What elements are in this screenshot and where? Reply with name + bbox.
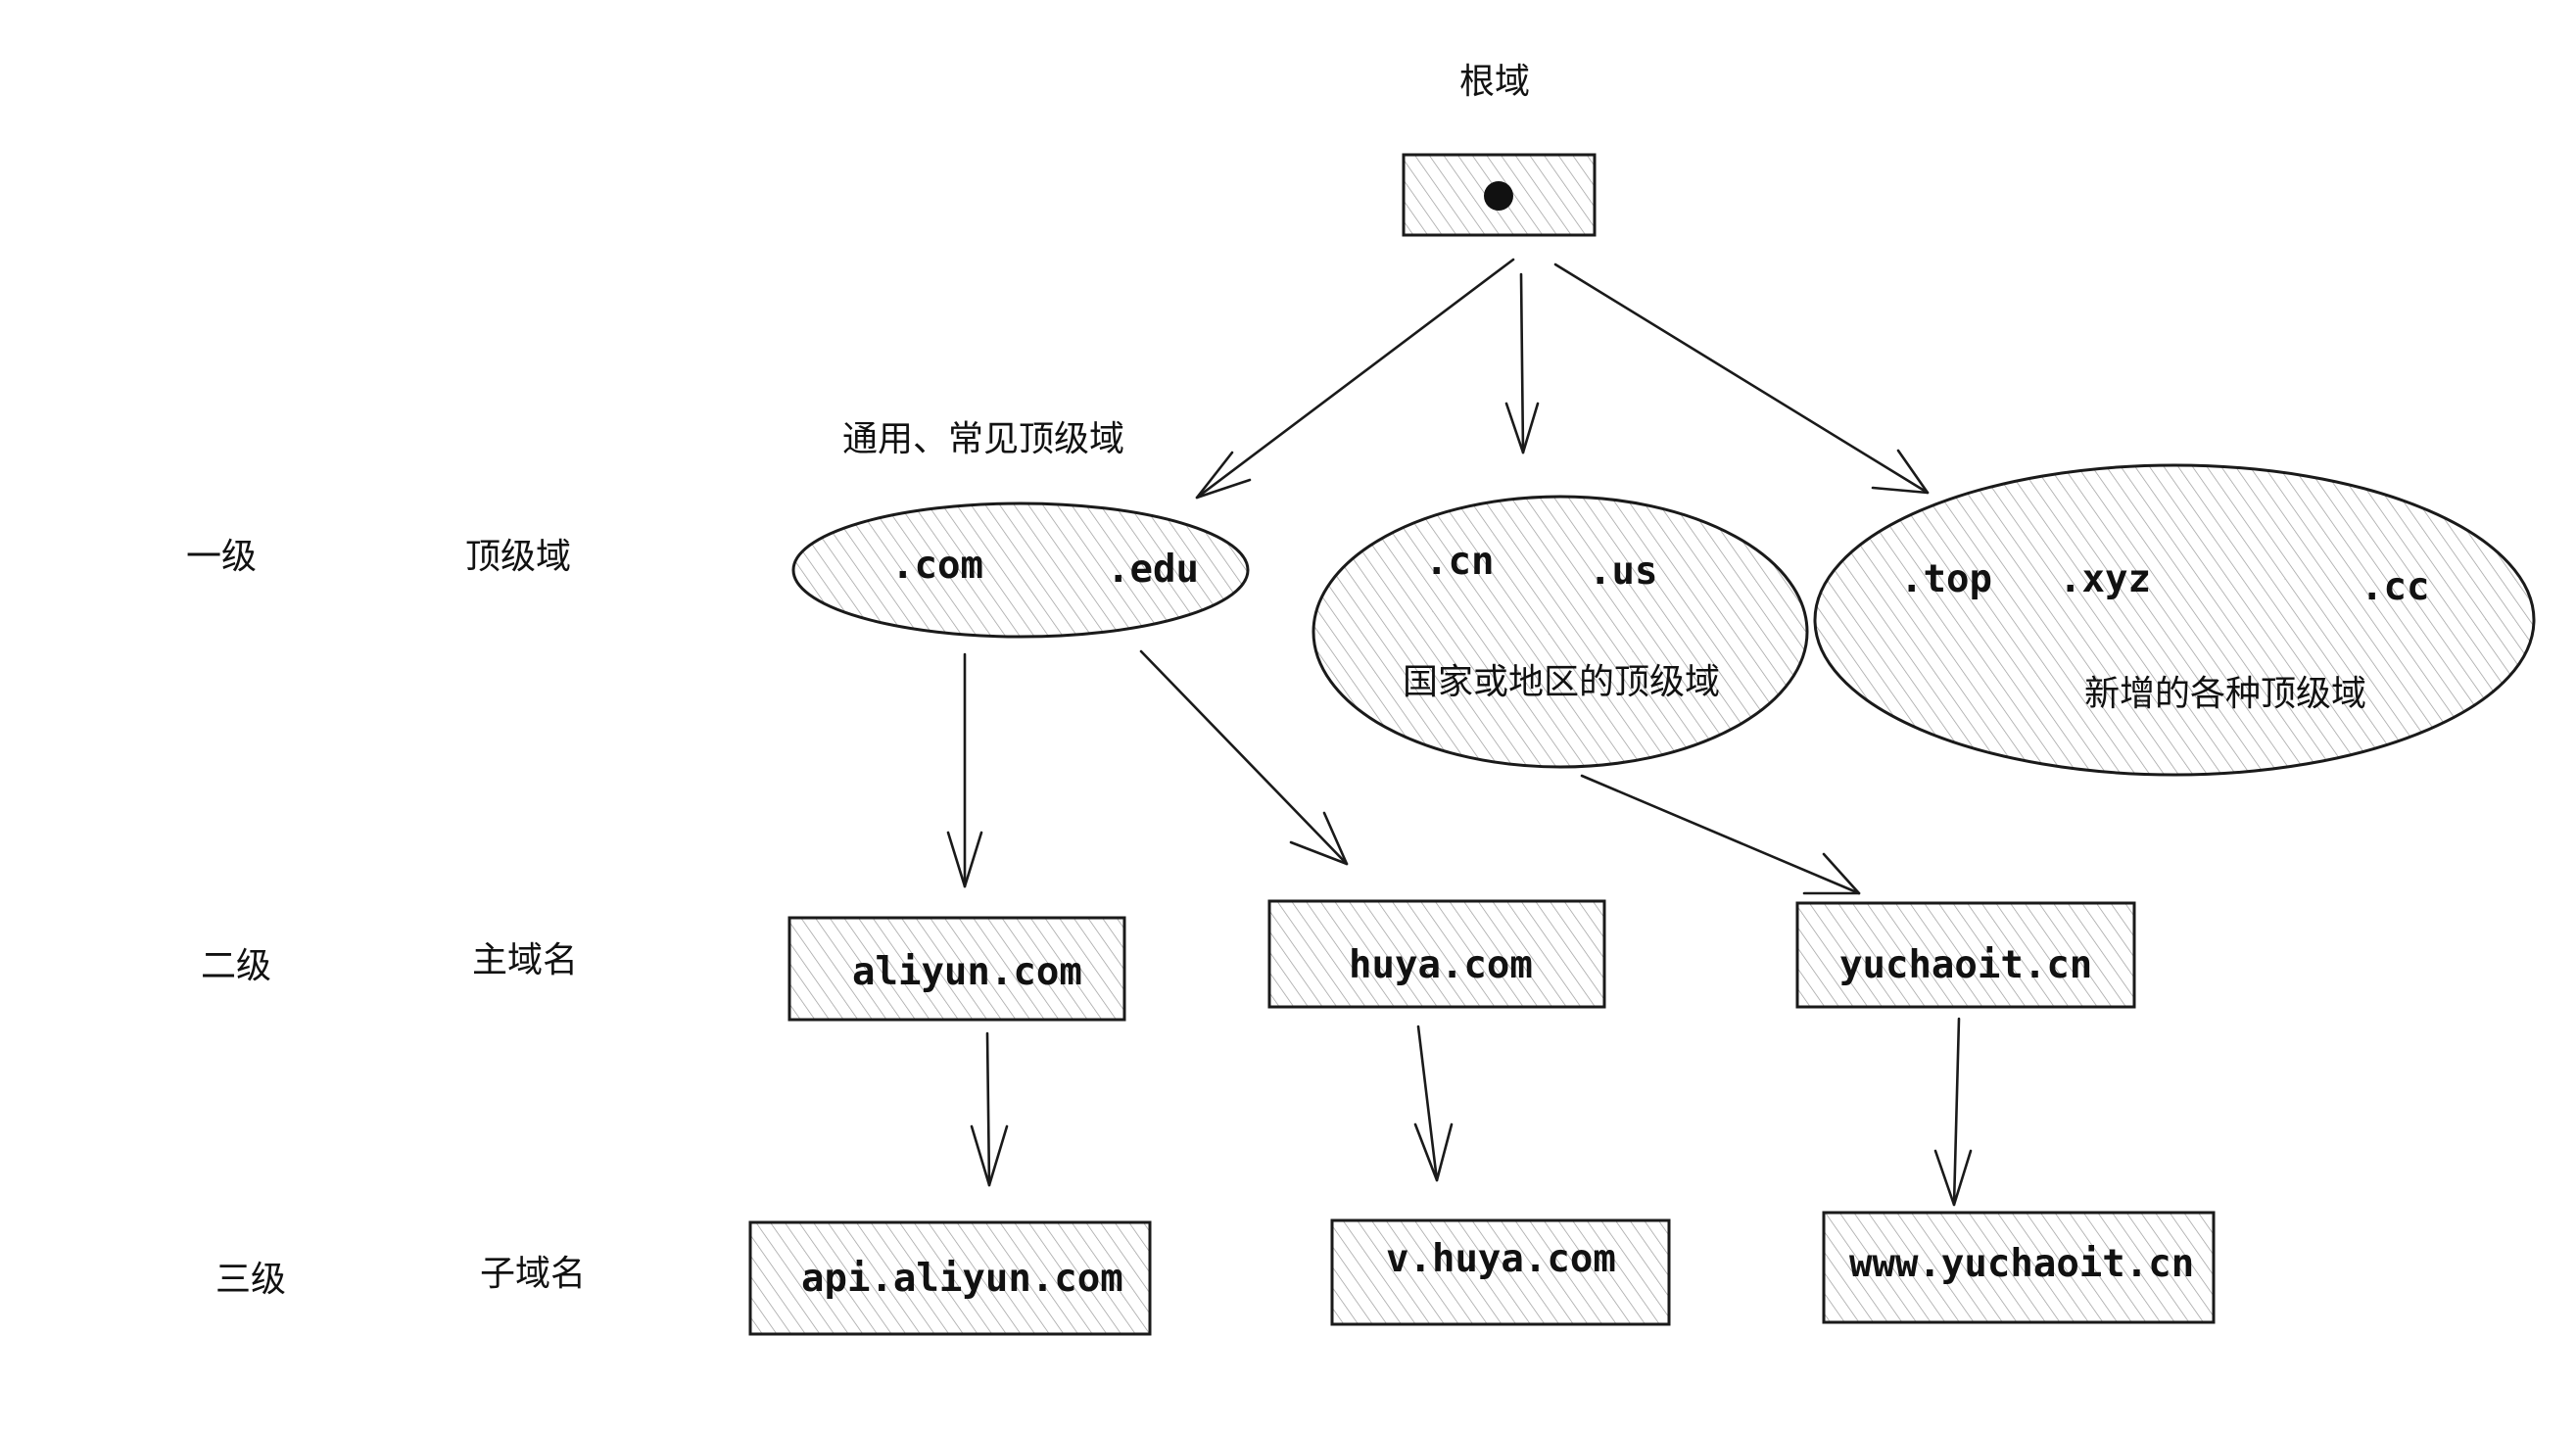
level-name-3: 三级 xyxy=(215,1260,286,1300)
root-dot xyxy=(1484,181,1513,211)
domain-www-yuchaoit: www.yuchaoit.cn xyxy=(1849,1242,2194,1286)
new-tld-caption: 新增的各种顶级域 xyxy=(2084,674,2366,714)
domain-box-www-yuchaoit: www.yuchaoit.cn xyxy=(1822,1211,2216,1324)
tld-top: .top xyxy=(1900,557,1992,601)
tld-cc: .cc xyxy=(2361,565,2429,609)
edge-root-to-country xyxy=(1504,272,1540,454)
edge-root-to-new xyxy=(1553,263,1930,495)
domain-yuchaoit: yuchaoit.cn xyxy=(1839,943,2092,987)
edge-com-to-huya xyxy=(1139,649,1349,866)
edge-com-to-aliyun xyxy=(946,652,983,888)
edge-aliyun-to-api xyxy=(970,1031,1009,1187)
level-type-1: 顶级域 xyxy=(465,537,571,577)
tld-us: .us xyxy=(1589,549,1657,594)
generic-tld-caption: 通用、常见顶级域 xyxy=(842,419,1124,459)
tld-cn: .cn xyxy=(1425,540,1494,584)
root-label: 根域 xyxy=(1459,62,1530,102)
domain-box-v-huya: v.huya.com xyxy=(1330,1218,1671,1326)
level-name-2: 二级 xyxy=(201,946,271,986)
tld-xyz: .xyz xyxy=(2059,557,2151,601)
edge-root-to-generic xyxy=(1195,258,1515,500)
root-node xyxy=(1402,153,1597,237)
domain-api-aliyun: api.aliyun.com xyxy=(801,1257,1123,1301)
edge-yuchaoit-to-www xyxy=(1933,1017,1973,1207)
country-tld-caption: 国家或地区的顶级域 xyxy=(1403,662,1720,702)
level-name-1: 一级 xyxy=(186,537,257,577)
edge-huya-to-v xyxy=(1413,1025,1454,1182)
domain-box-yuchaoit: yuchaoit.cn xyxy=(1795,901,2136,1009)
new-tld-group: .top .xyz .cc 新增的各种顶级域 xyxy=(1813,463,2536,777)
level-type-3: 子域名 xyxy=(480,1254,586,1294)
domain-huya: huya.com xyxy=(1349,943,1533,987)
tld-com: .com xyxy=(891,544,983,588)
country-tld-group: .cn .us 国家或地区的顶级域 xyxy=(1312,495,1809,769)
domain-v-huya: v.huya.com xyxy=(1386,1237,1616,1281)
edge-cn-to-yuchaoit xyxy=(1580,774,1861,895)
level-type-2: 主域名 xyxy=(472,940,578,980)
domain-box-aliyun: aliyun.com xyxy=(787,916,1126,1022)
generic-tld-group: .com .edu xyxy=(791,501,1250,639)
domain-box-huya: huya.com xyxy=(1267,899,1606,1009)
tld-edu: .edu xyxy=(1107,548,1199,592)
domain-aliyun: aliyun.com xyxy=(852,950,1082,994)
domain-box-api-aliyun: api.aliyun.com xyxy=(748,1220,1152,1336)
